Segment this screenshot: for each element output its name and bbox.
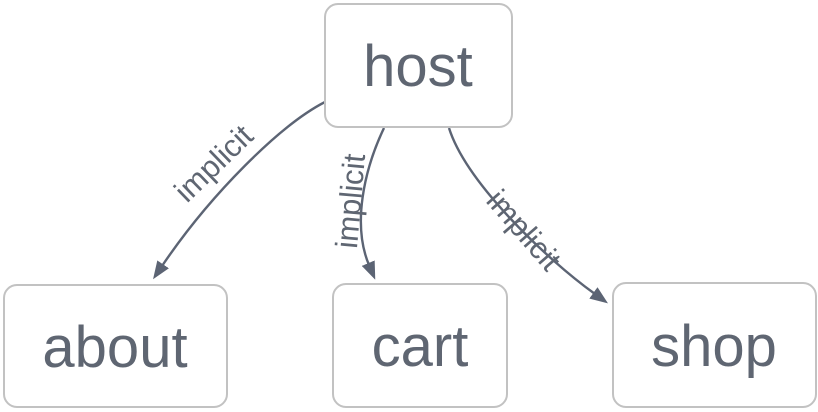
node-box — [324, 3, 513, 128]
graph-node-shop[interactable]: shop — [612, 282, 817, 408]
node-box — [612, 282, 817, 408]
edge-group — [153, 100, 608, 304]
edge-label-group: implicit implicit implicit — [167, 118, 568, 278]
edge-host-shop — [447, 127, 608, 304]
edge-host-about — [153, 100, 326, 280]
node-box — [332, 283, 508, 408]
node-label-about: about — [42, 315, 187, 380]
graph-node-host[interactable]: host — [324, 3, 513, 128]
edge-label-host-shop: implicit — [480, 183, 569, 278]
edge-label-host-cart: implicit — [329, 152, 372, 250]
node-label-host: host — [363, 34, 473, 99]
edge-host-cart — [359, 127, 386, 280]
node-label-shop: shop — [651, 314, 777, 379]
node-box — [3, 284, 228, 408]
graph-node-about[interactable]: about — [3, 284, 228, 408]
node-label-cart: cart — [372, 314, 469, 379]
graph-node-cart[interactable]: cart — [332, 283, 508, 408]
